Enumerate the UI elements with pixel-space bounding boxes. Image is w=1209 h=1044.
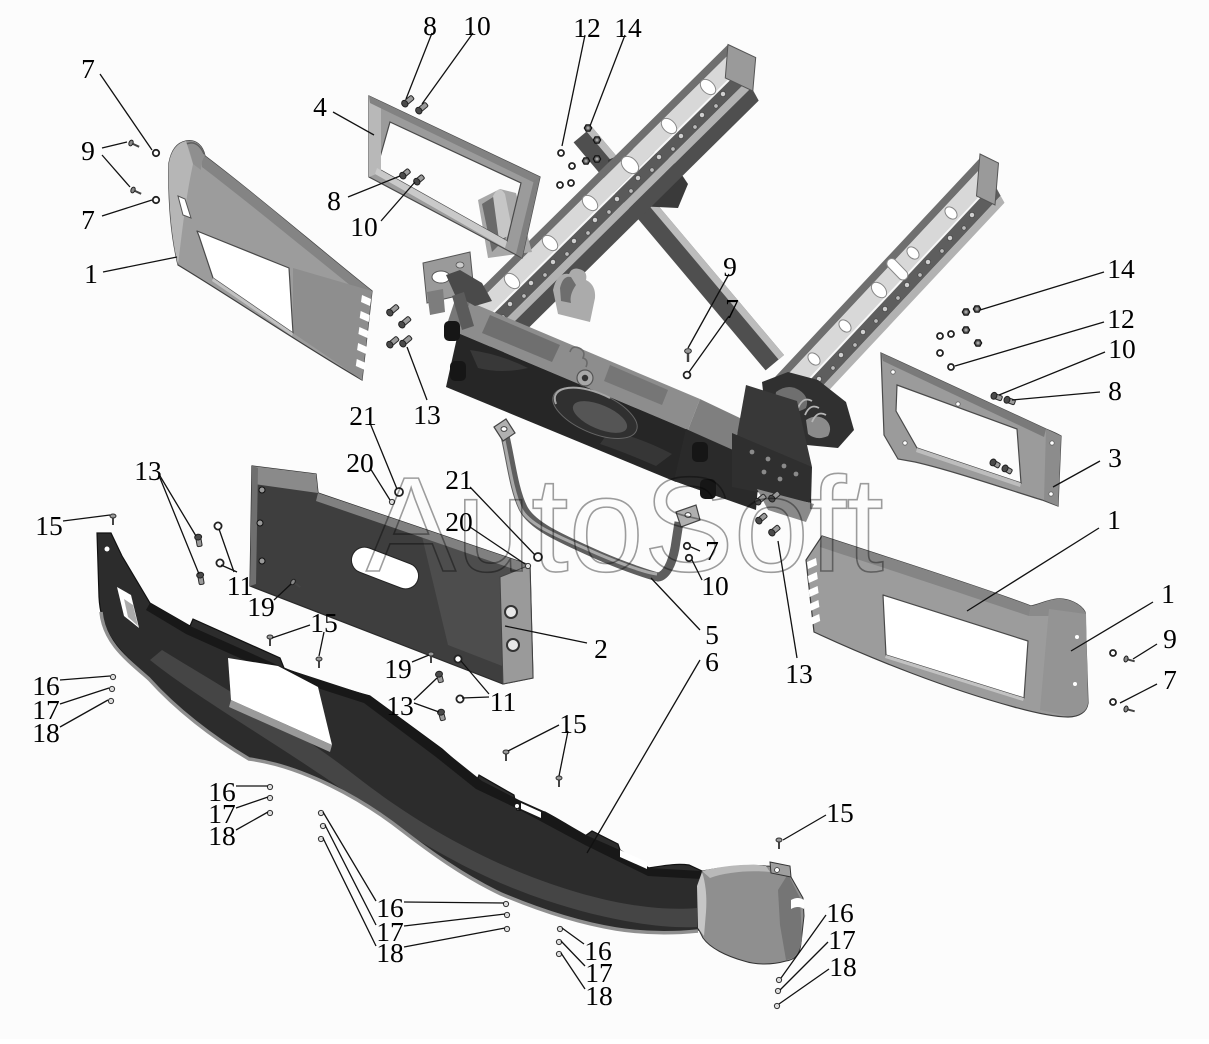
svg-text:16: 16 (32, 670, 60, 701)
svg-text:11: 11 (490, 686, 516, 717)
svg-text:15: 15 (310, 607, 338, 638)
svg-text:21: 21 (349, 400, 377, 431)
svg-text:8: 8 (1108, 375, 1122, 406)
svg-text:5: 5 (705, 619, 719, 650)
svg-text:16: 16 (826, 897, 854, 928)
svg-text:16: 16 (376, 892, 404, 923)
svg-text:18: 18 (208, 820, 236, 851)
svg-text:15: 15 (826, 797, 854, 828)
svg-text:19: 19 (247, 591, 275, 622)
svg-text:16: 16 (208, 776, 236, 807)
svg-text:1: 1 (84, 258, 98, 289)
svg-text:13: 13 (413, 399, 441, 430)
svg-text:7: 7 (705, 535, 719, 566)
svg-text:16: 16 (584, 935, 612, 966)
svg-text:15: 15 (559, 708, 587, 739)
svg-text:20: 20 (346, 447, 374, 478)
svg-text:10: 10 (701, 570, 729, 601)
svg-text:17: 17 (585, 957, 613, 988)
svg-text:7: 7 (81, 204, 95, 235)
svg-text:1: 1 (1161, 578, 1175, 609)
svg-text:21: 21 (445, 464, 473, 495)
svg-text:6: 6 (705, 646, 719, 677)
svg-text:13: 13 (134, 455, 162, 486)
svg-text:13: 13 (785, 658, 813, 689)
svg-text:4: 4 (313, 91, 327, 122)
svg-text:13: 13 (386, 690, 414, 721)
svg-text:15: 15 (35, 510, 63, 541)
svg-text:7: 7 (725, 293, 739, 324)
svg-text:17: 17 (828, 924, 856, 955)
svg-text:18: 18 (829, 951, 857, 982)
svg-text:14: 14 (1107, 253, 1135, 284)
svg-text:17: 17 (376, 916, 404, 947)
svg-text:1: 1 (1107, 504, 1121, 535)
svg-text:8: 8 (423, 10, 437, 41)
svg-text:17: 17 (32, 694, 60, 725)
svg-text:10: 10 (1108, 333, 1136, 364)
svg-text:7: 7 (1163, 664, 1177, 695)
svg-text:9: 9 (723, 251, 737, 282)
svg-text:12: 12 (573, 12, 601, 43)
svg-text:18: 18 (32, 717, 60, 748)
svg-text:11: 11 (227, 570, 253, 601)
svg-text:10: 10 (350, 211, 378, 242)
svg-text:9: 9 (81, 135, 95, 166)
svg-text:8: 8 (327, 185, 341, 216)
svg-text:12: 12 (1107, 303, 1135, 334)
svg-text:19: 19 (384, 653, 412, 684)
svg-text:17: 17 (208, 798, 236, 829)
svg-text:7: 7 (81, 53, 95, 84)
svg-text:14: 14 (614, 12, 642, 43)
svg-text:18: 18 (585, 980, 613, 1011)
svg-text:18: 18 (376, 937, 404, 968)
svg-text:20: 20 (445, 506, 473, 537)
svg-text:3: 3 (1108, 442, 1122, 473)
svg-text:AutoSoft: AutoSoft (366, 449, 884, 600)
svg-text:2: 2 (594, 633, 608, 664)
svg-text:10: 10 (463, 10, 491, 41)
svg-text:9: 9 (1163, 623, 1177, 654)
